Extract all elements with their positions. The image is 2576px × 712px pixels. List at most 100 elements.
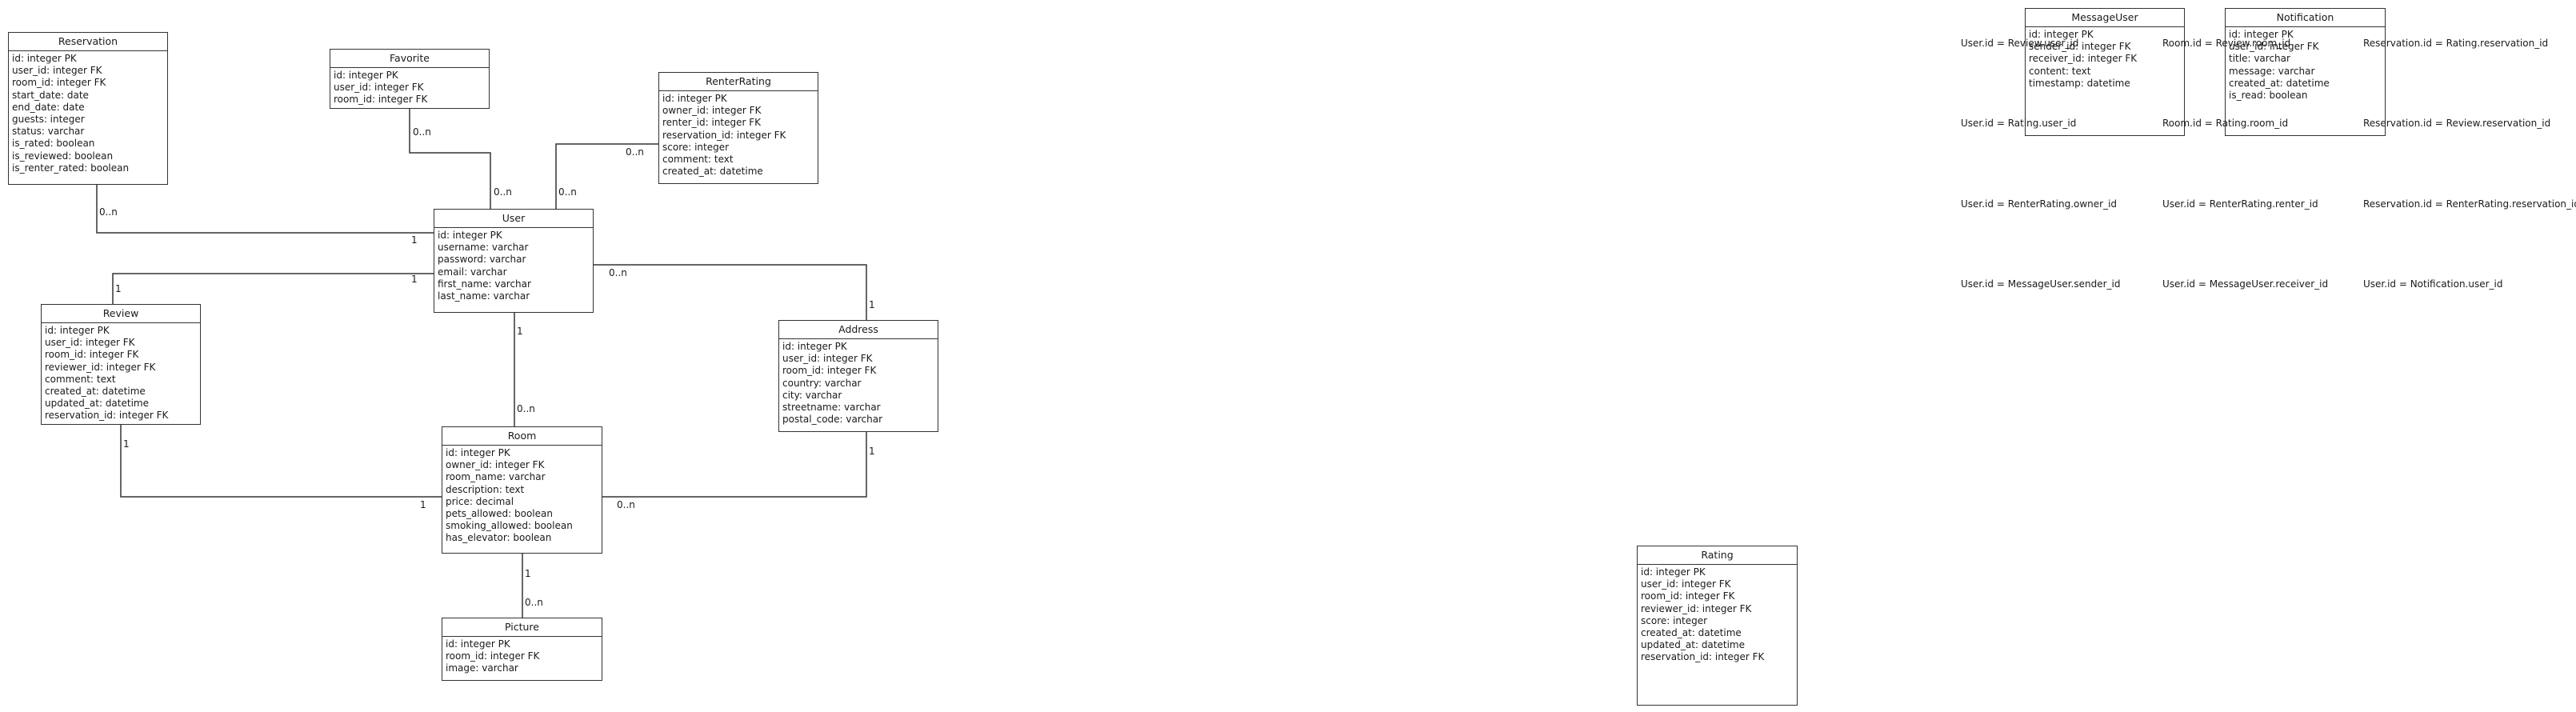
- attribute: streetname: varchar: [782, 402, 881, 414]
- multiplicity-label: 1: [525, 568, 531, 579]
- join-condition: User.id = MessageUser.sender_id: [1961, 278, 2121, 290]
- attribute: created_at: datetime: [1641, 627, 1742, 639]
- attribute: reservation_id: integer FK: [45, 410, 169, 422]
- join-condition: Room.id = Rating.room_id: [2162, 118, 2289, 129]
- attribute: id: integer PK: [1641, 566, 1706, 578]
- attribute: updated_at: datetime: [45, 398, 149, 410]
- attribute: created_at: datetime: [45, 386, 146, 398]
- join-condition: Reservation.id = Rating.reservation_id: [2363, 38, 2549, 49]
- attribute: is_rated: boolean: [12, 138, 95, 150]
- entity-title: Favorite: [330, 50, 489, 68]
- attribute: postal_code: varchar: [782, 414, 883, 426]
- join-condition: User.id = Review.user_id: [1961, 38, 2079, 49]
- multiplicity-label: 0..n: [609, 267, 627, 278]
- join-condition: Reservation.id = Review.reservation_id: [2363, 118, 2551, 129]
- entity-title: Rating: [1638, 546, 1797, 565]
- attribute: id: integer PK: [2029, 29, 2094, 40]
- relationship-room-address: [602, 432, 867, 498]
- attribute: id: integer PK: [446, 447, 510, 458]
- attribute: id: integer PK: [782, 341, 847, 352]
- attribute: id: integer PK: [446, 638, 510, 650]
- attribute: image: varchar: [446, 662, 518, 674]
- multiplicity-label: 0..n: [525, 597, 543, 608]
- attribute: username: varchar: [438, 242, 529, 254]
- entity-favorite[interactable]: Favorite id: integer PK user_id: integer…: [330, 49, 490, 109]
- entity-user[interactable]: User id: integer PK username: varchar pa…: [434, 209, 594, 313]
- relationship-renterrating-user: [555, 143, 658, 209]
- attribute: message: varchar: [2229, 65, 2315, 77]
- join-condition: User.id = Notification.user_id: [2363, 278, 2503, 290]
- join-condition: User.id = MessageUser.receiver_id: [2162, 278, 2329, 290]
- multiplicity-label: 1: [123, 438, 130, 450]
- attribute: comment: text: [662, 154, 734, 166]
- attribute: title: varchar: [2229, 53, 2290, 65]
- multiplicity-label: 0..n: [617, 499, 635, 510]
- attribute: user_id: integer FK: [45, 337, 135, 349]
- attribute: id: integer PK: [2229, 29, 2294, 40]
- attribute: room_id: integer FK: [45, 349, 139, 361]
- entity-review[interactable]: Review id: integer PK user_id: integer F…: [41, 304, 201, 425]
- multiplicity-label: 0..n: [99, 206, 118, 218]
- entity-title: Picture: [442, 618, 602, 637]
- attribute: timestamp: datetime: [2029, 77, 2130, 89]
- entity-picture[interactable]: Picture id: integer PK room_id: integer …: [442, 618, 602, 681]
- attribute: room_id: integer FK: [334, 94, 428, 106]
- entity-rating[interactable]: Rating id: integer PK user_id: integer F…: [1637, 546, 1798, 706]
- entity-renterrating[interactable]: RenterRating id: integer PK owner_id: in…: [658, 72, 818, 184]
- attribute: price: decimal: [446, 495, 514, 507]
- attribute: room_id: integer FK: [12, 77, 106, 89]
- entity-title: RenterRating: [659, 73, 818, 91]
- multiplicity-label: 0..n: [517, 403, 535, 414]
- attribute: is_renter_rated: boolean: [12, 162, 130, 174]
- multiplicity-label: 0..n: [494, 186, 512, 198]
- attribute: pets_allowed: boolean: [446, 508, 553, 520]
- join-condition: Room.id = Review.room_id: [2162, 38, 2291, 49]
- entity-title: Address: [779, 321, 938, 339]
- attribute: room_id: integer FK: [446, 650, 540, 662]
- attribute: country: varchar: [782, 377, 862, 389]
- attribute: created_at: datetime: [662, 166, 763, 178]
- attribute: updated_at: datetime: [1641, 639, 1745, 651]
- join-condition: User.id = Rating.user_id: [1961, 118, 2077, 129]
- entity-title: Notification: [2226, 9, 2385, 27]
- entity-messageuser[interactable]: MessageUser id: integer PK sender_id: in…: [2025, 8, 2185, 136]
- attribute: created_at: datetime: [2229, 77, 2330, 89]
- relationship-review-user: [112, 273, 434, 304]
- attribute: id: integer PK: [45, 325, 110, 336]
- entity-title: User: [434, 210, 593, 228]
- entity-room[interactable]: Room id: integer PK owner_id: integer FK…: [442, 426, 602, 554]
- multiplicity-label: 1: [517, 326, 523, 337]
- attribute: content: text: [2029, 65, 2091, 77]
- attribute: has_elevator: boolean: [446, 532, 552, 544]
- multiplicity-label: 1: [869, 446, 875, 457]
- attribute: email: varchar: [438, 266, 507, 278]
- entity-address[interactable]: Address id: integer PK user_id: integer …: [778, 320, 938, 432]
- attribute: last_name: varchar: [438, 290, 530, 302]
- entity-title: MessageUser: [2026, 9, 2184, 27]
- attribute: sender_id: integer FK: [2029, 41, 2131, 53]
- attribute: is_reviewed: boolean: [12, 150, 114, 162]
- entity-notification[interactable]: Notification id: integer PK user_id: int…: [2225, 8, 2386, 136]
- entity-title: Room: [442, 427, 602, 446]
- attribute: score: integer: [662, 141, 730, 153]
- join-condition: User.id = RenterRating.owner_id: [1961, 198, 2118, 210]
- attribute: first_name: varchar: [438, 278, 531, 290]
- attribute: user_id: integer FK: [782, 353, 873, 365]
- attribute: owner_id: integer FK: [662, 105, 762, 117]
- join-condition: User.id = RenterRating.renter_id: [2162, 198, 2318, 210]
- attribute: is_read: boolean: [2229, 90, 2308, 102]
- attribute: description: text: [446, 483, 525, 495]
- attribute: reviewer_id: integer FK: [1641, 602, 1752, 614]
- entity-title: Review: [42, 305, 200, 323]
- attribute: owner_id: integer FK: [446, 459, 545, 471]
- entity-reservation[interactable]: Reservation id: integer PK user_id: inte…: [8, 32, 168, 185]
- attribute: reservation_id: integer FK: [662, 129, 786, 141]
- attribute: city: varchar: [782, 389, 842, 401]
- attribute: user_id: integer FK: [1641, 578, 1731, 590]
- multiplicity-label: 0..n: [626, 146, 644, 158]
- attribute: end_date: date: [12, 101, 85, 113]
- relationship-address-user: [594, 264, 867, 320]
- attribute: id: integer PK: [438, 230, 502, 241]
